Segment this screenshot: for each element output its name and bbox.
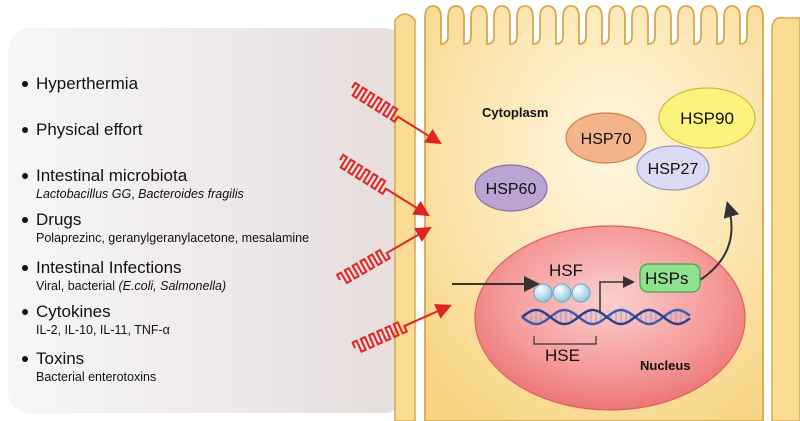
stress-arrow-icon xyxy=(339,153,430,217)
cytoplasm-label: Cytoplasm xyxy=(482,105,548,120)
stimulus-heading: Intestinal Infections xyxy=(22,258,226,278)
stimuli-panel xyxy=(8,28,406,413)
neighbor-cell-left xyxy=(394,13,416,421)
dna-helix xyxy=(521,308,691,326)
stimulus-label: Intestinal Infections xyxy=(36,258,182,277)
stimulus-heading: Hyperthermia xyxy=(22,74,138,94)
bullet-icon xyxy=(22,81,28,87)
hsps-box xyxy=(639,263,701,293)
hsp27-label: HSP27 xyxy=(648,161,699,178)
hsp60-ellipse xyxy=(474,164,548,212)
hsp70-label: HSP70 xyxy=(581,131,632,148)
stress-arrow-icon xyxy=(351,304,452,353)
stimulus-heading: Drugs xyxy=(22,210,309,230)
stimulus-detail-text: (E.coli, Salmonella) xyxy=(118,279,227,293)
hsf-monomer xyxy=(552,283,572,303)
hsf-monomer xyxy=(533,283,553,303)
stimulus-detail-text: Lactobacillus GG xyxy=(36,187,132,201)
neighbor-cell-right xyxy=(771,16,800,421)
stimulus-detail-text: Bacterial enterotoxins xyxy=(36,370,157,384)
hsps-label: HSPs xyxy=(645,269,688,288)
stimulus-heading: Toxins xyxy=(22,349,156,369)
stimulus-label: Hyperthermia xyxy=(36,74,139,93)
hse-label: HSE xyxy=(545,346,580,365)
dna-strand xyxy=(521,308,691,326)
stimulus-detail-text: Polaprezinc, geranylgeranylacetone, mesa… xyxy=(36,231,310,245)
transcription-arrow xyxy=(599,276,635,312)
bullet-icon xyxy=(22,309,28,315)
hsp90-label: HSP90 xyxy=(680,109,734,128)
hsf-monomer xyxy=(571,283,591,303)
bullet-icon xyxy=(22,173,28,179)
stimulus-label: Drugs xyxy=(36,210,82,229)
bullet-icon xyxy=(22,127,28,133)
bullet-icon xyxy=(22,217,28,223)
stimulus-heading: Intestinal microbiota xyxy=(22,166,244,186)
stimulus-detail: Bacterial enterotoxins xyxy=(36,370,156,384)
stimulus-detail: Polaprezinc, geranylgeranylacetone, mesa… xyxy=(36,231,309,245)
hsp90-ellipse xyxy=(658,87,756,149)
stimulus-detail-text: IL-2, IL-10, IL-11, TNF-α xyxy=(36,323,170,337)
stimulus-label: Toxins xyxy=(36,349,85,368)
stimulus-detail-text: Viral, bacterial xyxy=(36,279,119,293)
stimulus-detail-text: , xyxy=(131,187,139,201)
stress-arrow-icon xyxy=(335,227,432,285)
stimulus-label: Cytokines xyxy=(36,302,111,321)
hsp70-ellipse xyxy=(565,112,647,164)
stimulus-heading: Cytokines xyxy=(22,302,170,322)
stimulus-detail-text: Bacteroides fragilis xyxy=(138,187,244,201)
export-arrow xyxy=(699,201,740,281)
nucleus-label: Nucleus xyxy=(640,358,691,373)
stimulus-detail: Lactobacillus GG, Bacteroides fragilis xyxy=(36,187,244,201)
stimulus-heading: Physical effort xyxy=(22,120,142,140)
stimulus-item: Physical effort xyxy=(22,120,142,140)
hsp60-label: HSP60 xyxy=(486,181,537,198)
bullet-icon xyxy=(22,356,28,362)
hse-bracket xyxy=(533,336,597,345)
stimulus-detail: Viral, bacterial (E.coli, Salmonella) xyxy=(36,279,226,293)
stimulus-detail: IL-2, IL-10, IL-11, TNF-α xyxy=(36,323,170,337)
stimulus-label: Intestinal microbiota xyxy=(36,166,188,185)
stimulus-label: Physical effort xyxy=(36,120,143,139)
stress-arrows xyxy=(335,81,452,353)
stress-arrow-icon xyxy=(351,81,442,145)
bullet-icon xyxy=(22,265,28,271)
hsf-label: HSF xyxy=(549,261,583,280)
hsp27-ellipse xyxy=(636,145,710,191)
stimulus-item: Hyperthermia xyxy=(22,74,138,94)
